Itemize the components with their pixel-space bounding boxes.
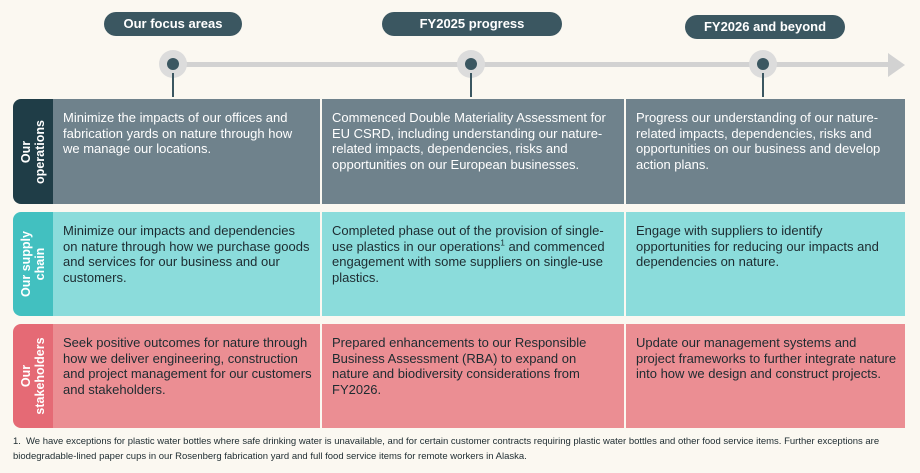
header-fy2025-progress: FY2025 progress: [382, 12, 562, 36]
timeline-stem: [172, 73, 174, 97]
header-focus-areas: Our focus areas: [104, 12, 242, 36]
timeline-arrow-icon: [888, 53, 905, 77]
timeline-stem: [762, 73, 764, 97]
timeline: Our focus areas FY2025 progress FY2026 a…: [0, 0, 920, 100]
stakeholders-fy2026-plan: Update our management systems and projec…: [626, 324, 905, 428]
footnote-ref: 1: [500, 238, 505, 248]
footnote: 1.We have exceptions for plastic water b…: [13, 434, 893, 464]
footnote-text: We have exceptions for plastic water bot…: [13, 436, 880, 462]
operations-fy2026-plan: Progress our understanding of our nature…: [626, 99, 905, 204]
timeline-line: [173, 62, 891, 67]
supply-chain-fy2026-plan: Engage with suppliers to identify opport…: [626, 212, 905, 316]
timeline-stem: [470, 73, 472, 97]
operations-fy2025-progress: Commenced Double Materiality Assessment …: [322, 99, 624, 204]
footnote-number: 1.: [13, 436, 21, 447]
supply-chain-focus-area: Minimize our impacts and dependencies on…: [53, 212, 320, 316]
supply-chain-fy2025-progress: Completed phase out of the provision of …: [322, 212, 624, 316]
header-fy2026-beyond: FY2026 and beyond: [685, 15, 845, 39]
stakeholders-fy2025-progress: Prepared enhancements to our Responsible…: [322, 324, 624, 428]
operations-focus-area: Minimize the impacts of our offices and …: [53, 99, 320, 204]
stakeholders-focus-area: Seek positive outcomes for nature throug…: [53, 324, 320, 428]
